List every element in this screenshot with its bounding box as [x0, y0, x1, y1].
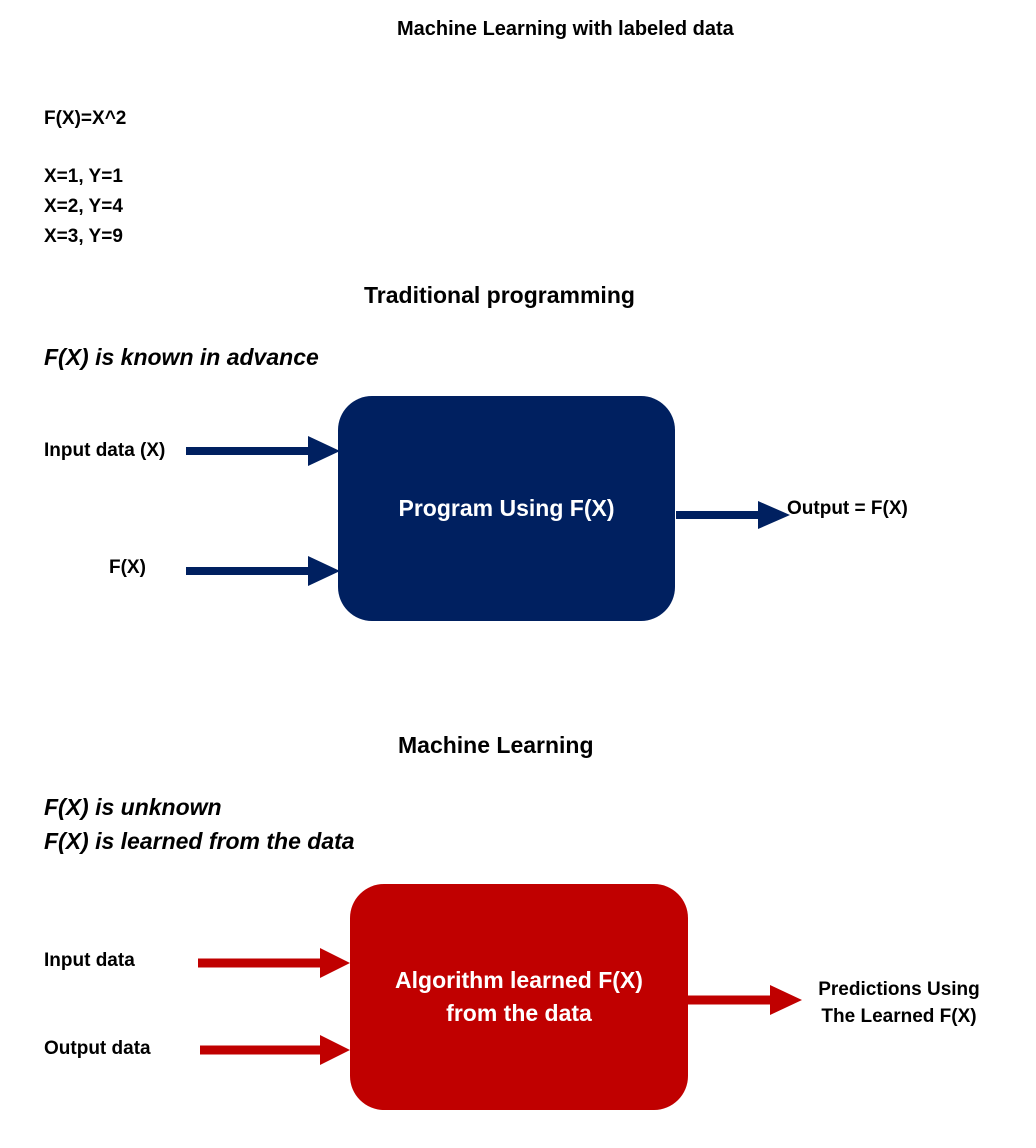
ml-input-arrow — [198, 948, 350, 978]
program-box-label: Program Using F(X) — [398, 494, 615, 521]
traditional-output-label: Output = F(X) — [787, 498, 908, 519]
algorithm-box-line-2: from the data — [446, 1000, 592, 1026]
page-title: Machine Learning with labeled data — [397, 18, 734, 40]
ml-output-arrow — [200, 1035, 350, 1065]
algorithm-box: Algorithm learned F(X) from the data — [350, 884, 688, 1110]
traditional-input-label: Input data (X) — [44, 440, 166, 461]
ml-note-learned: F(X) is learned from the data — [44, 828, 355, 854]
output-arrow — [676, 501, 790, 529]
program-box: Program Using F(X) — [338, 396, 675, 621]
predictions-line-2: The Learned F(X) — [821, 1005, 977, 1027]
traditional-note: F(X) is known in advance — [44, 344, 319, 370]
fx-arrow — [186, 556, 340, 586]
ml-input-label: Input data — [44, 950, 135, 971]
ml-heading: Machine Learning — [398, 732, 594, 758]
example-pair-3: X=3, Y=9 — [44, 226, 123, 247]
example-pair-2: X=2, Y=4 — [44, 196, 123, 217]
input-arrow — [186, 436, 340, 466]
ml-note-unknown: F(X) is unknown — [44, 794, 222, 820]
algorithm-box-line-1: Algorithm learned F(X) — [395, 966, 643, 993]
predictions-arrow — [688, 985, 802, 1015]
example-pair-1: X=1, Y=1 — [44, 166, 123, 187]
traditional-fx-label: F(X) — [109, 557, 146, 578]
predictions-label: Predictions Using The Learned F(X) — [788, 977, 1010, 1030]
ml-output-label: Output data — [44, 1038, 151, 1059]
predictions-line-1: Predictions Using — [818, 979, 980, 1000]
function-formula: F(X)=X^2 — [44, 108, 127, 129]
traditional-heading: Traditional programming — [364, 282, 635, 308]
